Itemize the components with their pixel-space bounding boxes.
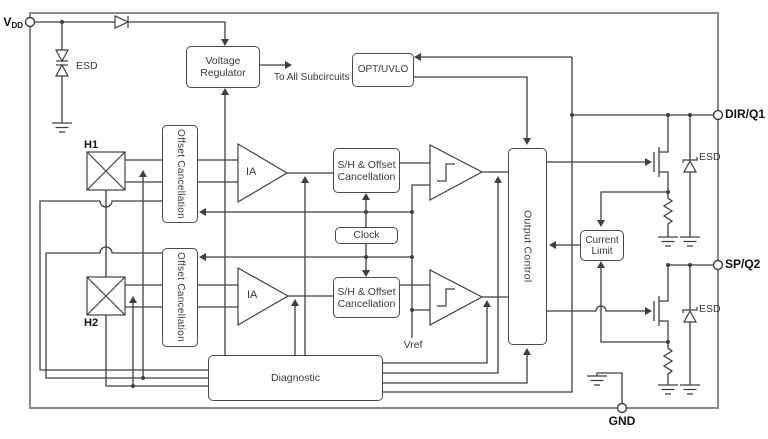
esd-diodes-supply — [54, 49, 70, 77]
pin-vdd — [24, 16, 36, 28]
vdd-label: VDD — [3, 15, 23, 30]
comparator-2 — [429, 269, 484, 327]
mosfet-1 — [653, 115, 669, 192]
voltage-regulator-block: Voltage Regulator — [186, 46, 260, 88]
ground-symbols — [52, 122, 700, 395]
resistor-1 — [662, 192, 674, 237]
hall-element-h1 — [86, 151, 126, 191]
offset-cancellation-2-block: Offset Cancellation — [162, 248, 198, 347]
hall-element-h2 — [86, 276, 126, 316]
zener-esd-1 — [682, 115, 698, 237]
h1-label: H1 — [84, 139, 99, 151]
supply-diode — [114, 15, 130, 29]
mosfet-2 — [653, 265, 669, 342]
arrowheads — [129, 39, 652, 355]
sh-offset-cancellation-1-block: S/H & Offset Cancellation — [333, 148, 400, 193]
diagnostic-block: Diagnostic — [208, 355, 383, 401]
offset-cancellation-1-block: Offset Cancellation — [162, 125, 198, 223]
vref-label: Vref — [403, 339, 423, 351]
ia1-label: IA — [246, 166, 257, 178]
schmitt-icon — [437, 288, 455, 307]
sp-q2-label: SP/Q2 — [725, 257, 761, 271]
esd-ch1-label: ESD — [699, 151, 721, 163]
current-limit-block: Current Limit — [580, 230, 624, 261]
clock-block: Clock — [335, 227, 398, 244]
esd-supply-label: ESD — [76, 60, 98, 72]
wires — [34, 21, 714, 404]
esd-ch2-label: ESD — [699, 303, 721, 315]
pin-sp-q2 — [712, 259, 724, 271]
to-all-subcircuits-label: To All Subcircuits — [274, 72, 350, 83]
schmitt-icon — [437, 163, 455, 182]
dir-q1-label: DIR/Q1 — [725, 107, 766, 121]
ic-boundary — [29, 12, 719, 409]
sh-offset-cancellation-2-block: S/H & Offset Cancellation — [333, 277, 400, 318]
ia2-label: IA — [247, 289, 258, 301]
comparator-1 — [429, 144, 484, 202]
ia2-triangle — [237, 266, 290, 327]
zener-esd-2 — [682, 265, 698, 385]
pin-dir-q1 — [712, 109, 724, 121]
junction-dots — [60, 20, 692, 388]
h2-label: H2 — [84, 317, 99, 329]
ia1-triangle — [237, 142, 289, 204]
resistor-2 — [662, 342, 674, 385]
output-control-block: Output Control — [508, 148, 547, 345]
gnd-label: GND — [608, 414, 636, 428]
opt-uvlo-block: OPT/UVLO — [352, 53, 414, 87]
pin-gnd — [616, 402, 628, 414]
